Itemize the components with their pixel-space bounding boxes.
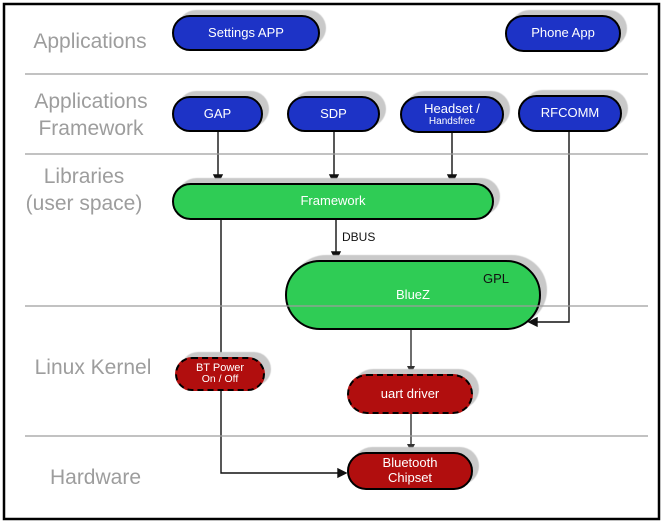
node-settings-app: Settings APP — [172, 15, 320, 51]
node-chipset-line2: Chipset — [387, 470, 433, 485]
line-rfcomm-to-bluez — [537, 132, 570, 323]
layer-label-applications: Applications — [33, 30, 147, 53]
layer-label-hardware: Hardware — [49, 466, 142, 489]
layer-label-libraries: Libraries (user space) — [8, 163, 160, 217]
node-sdp-label: SDP — [320, 105, 347, 121]
arrowhead-chipset-top — [407, 444, 415, 452]
node-settings-app-label: Settings APP — [208, 24, 284, 40]
layer-label-linux-kernel: Linux Kernel — [34, 356, 152, 379]
node-bluetooth-chipset: Bluetooth Chipset — [347, 452, 473, 490]
gpl-badge: GPL — [482, 271, 509, 286]
edge-label-dbus: DBUS — [342, 230, 376, 244]
node-uart-driver-label: uart driver — [380, 385, 440, 401]
arrowhead-sdp — [328, 174, 340, 185]
node-framework: Framework — [172, 183, 494, 220]
layer-label-applications-framework-line2: Framework — [38, 117, 144, 140]
node-bluez: BlueZ GPL — [285, 260, 541, 330]
node-rfcomm-label: RFCOMM — [540, 105, 600, 121]
node-phone-app: Phone App — [505, 15, 621, 52]
node-chipset-line1: Bluetooth — [382, 455, 438, 471]
arrowhead-gap — [212, 174, 224, 185]
node-phone-app-label: Phone App — [531, 25, 595, 41]
arrowhead-chipset-left — [337, 467, 348, 479]
node-headset-line2: Handsfree — [428, 116, 476, 128]
node-bt-power: BT Power On / Off — [175, 357, 265, 391]
arrowhead-uart — [407, 366, 415, 374]
layer-label-libraries-line2: (user space) — [25, 192, 143, 215]
node-uart-driver: uart driver — [347, 374, 473, 414]
node-rfcomm: RFCOMM — [518, 95, 622, 132]
node-sdp: SDP — [287, 96, 380, 132]
node-framework-label: Framework — [300, 193, 366, 209]
node-bluez-label: BlueZ — [396, 286, 430, 302]
arrowhead-dbus — [330, 251, 342, 262]
node-headset-line1: Headset / — [424, 100, 480, 116]
node-gap-label: GAP — [203, 105, 232, 121]
node-bt-power-line2: On / Off — [201, 373, 239, 386]
layer-label-libraries-line1: Libraries — [43, 165, 125, 188]
line-framework-to-chipset — [220, 220, 338, 474]
node-headset-handsfree: Headset / Handsfree — [400, 96, 504, 133]
node-gap: GAP — [172, 96, 263, 132]
layer-label-applications-framework: Applications Framework — [20, 88, 162, 142]
layer-label-applications-framework-line1: Applications — [34, 90, 148, 113]
arrowhead-headset — [446, 174, 458, 185]
